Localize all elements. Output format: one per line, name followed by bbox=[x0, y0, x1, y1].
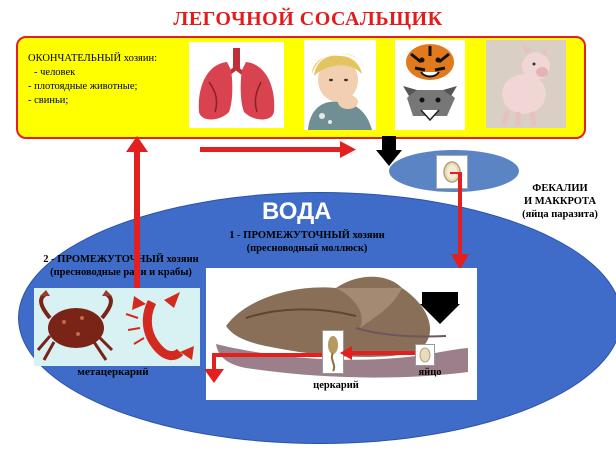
coughing-person-image bbox=[304, 40, 376, 130]
red-arrow-right bbox=[200, 141, 356, 158]
cercaria-label: церкарий bbox=[313, 380, 359, 391]
red-arrow-down bbox=[450, 172, 469, 270]
carnivores-image bbox=[395, 40, 465, 130]
red-arrow-egg-to-cercaria bbox=[340, 346, 415, 360]
red-arrow-cercaria-to-crab bbox=[204, 353, 322, 383]
feces-label: ФЕКАЛИИ И МАККРОТА (яйца паразита) bbox=[508, 182, 612, 221]
pig-image bbox=[486, 40, 566, 128]
metacercaria-label: метацеркарий bbox=[77, 366, 149, 378]
first-intermediate-line1: 1 - ПРОМЕЖУТОЧНЫЙ хозяин bbox=[229, 230, 385, 241]
definitive-host-heading: ОКОНЧАТЕЛЬНЫЙ хозяин: bbox=[28, 53, 157, 64]
definitive-host-item: - человек bbox=[34, 67, 76, 78]
feces-label-line1: ФЕКАЛИИ bbox=[532, 183, 588, 194]
definitive-host-item: - свиньи; bbox=[28, 95, 69, 106]
second-intermediate-host-label: 2 - ПРОМЕЖУТОЧНЫЙ хозяин (пресноводные р… bbox=[36, 253, 206, 279]
second-intermediate-line1: 2 - ПРОМЕЖУТОЧНЫЙ хозяин bbox=[43, 254, 199, 265]
feces-label-line2: И МАККРОТА bbox=[523, 196, 597, 207]
first-intermediate-line2: (пресноводный моллюск) bbox=[246, 243, 368, 254]
diagram-title: ЛЕГОЧНОЙ СОСАЛЬЩИК bbox=[173, 8, 443, 30]
crabs-crayfish-image bbox=[34, 288, 200, 366]
definitive-host-text: ОКОНЧАТЕЛЬНЫЙ хозяин: - человек - плотоя… bbox=[28, 52, 157, 108]
feces-label-line3: (яйца паразита) bbox=[522, 209, 598, 220]
egg-image-snail bbox=[415, 344, 435, 366]
egg-label: яйцо bbox=[418, 367, 442, 378]
lungs-image bbox=[189, 42, 284, 128]
black-arrow-into-snail bbox=[420, 292, 460, 324]
second-intermediate-line2: (пресноводные раки и крабы) bbox=[50, 267, 192, 278]
red-arrow-up bbox=[126, 136, 148, 290]
black-arrow-down bbox=[376, 136, 402, 166]
water-label: ВОДА bbox=[262, 198, 332, 225]
cercaria-image bbox=[322, 330, 344, 374]
first-intermediate-host-label: 1 - ПРОМЕЖУТОЧНЫЙ хозяин (пресноводный м… bbox=[222, 229, 392, 255]
egg-image-top bbox=[436, 155, 468, 189]
definitive-host-item: - плотоядные животные; bbox=[28, 81, 138, 92]
